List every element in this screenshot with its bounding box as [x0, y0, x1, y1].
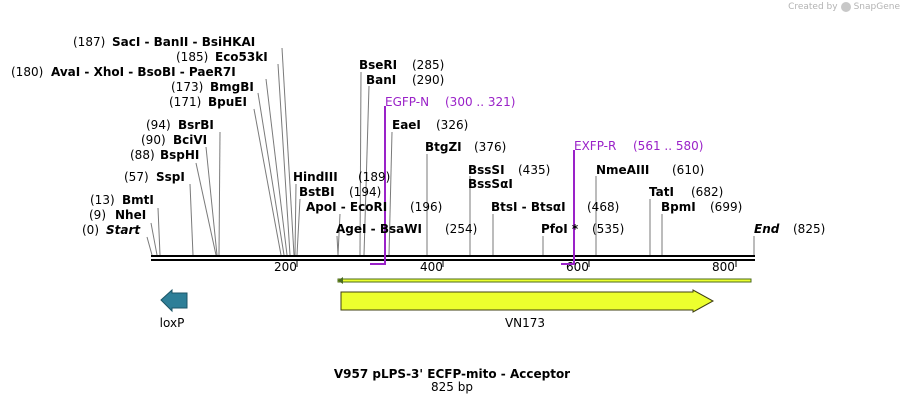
site-position: (435) [518, 163, 550, 177]
left-site-labels: (187) SacI - BanII - BsiHKAI (185) Eco53… [11, 35, 268, 237]
site-position: (189) [358, 170, 390, 184]
site-position: (185) [176, 50, 208, 64]
site-position: (825) [793, 222, 825, 236]
complement-strand-line [337, 277, 752, 284]
site-position: (326) [436, 118, 468, 132]
feature-vn173[interactable]: VN173 [340, 289, 715, 330]
right-site-labels: HindIII (189) BstBI (194) ApoI - EcoRI (… [293, 58, 825, 236]
site-name: BstBI [299, 185, 335, 199]
site-position: (535) [592, 222, 624, 236]
site-name: BmtI [122, 193, 154, 207]
site-leader-lines [146, 47, 755, 256]
scale-tick-label: 200 [274, 260, 297, 274]
primer-name: EGFP-N [385, 95, 429, 109]
site-name: AgeI - BsaWI [336, 222, 422, 236]
site-name: BtgZI [425, 140, 462, 154]
site-position: (90) [141, 133, 166, 147]
site-name: BtsI - BtsαI [491, 200, 566, 214]
site-position: (180) [11, 65, 43, 79]
scale: 200 400 600 800 [274, 260, 737, 274]
site-position: (13) [90, 193, 115, 207]
site-name: BciVI [173, 133, 207, 147]
site-name: HindIII [293, 170, 338, 184]
snapgene-logo-icon [840, 2, 851, 12]
primer-exfp-r: EXFP-R (561 .. 580) [561, 139, 703, 265]
site-name: BseRI [359, 58, 397, 72]
site-name: SacI - BanII - BsiHKAI [112, 35, 255, 49]
map-length: 825 bp [431, 380, 473, 394]
site-position: (285) [412, 58, 444, 72]
site-name: BpuEI [208, 95, 247, 109]
site-name: TatI [649, 185, 674, 199]
site-name: BpmI [661, 200, 696, 214]
primer-name: EXFP-R [574, 139, 616, 153]
site-name: SspI [156, 170, 185, 184]
site-position: (0) [82, 223, 99, 237]
site-position: (57) [124, 170, 149, 184]
map-title: V957 pLPS-3' ECFP-mito - Acceptor [334, 367, 570, 381]
credit-brand: SnapGene [853, 2, 900, 12]
primer-egfp-n: EGFP-N (300 .. 321) [370, 95, 515, 265]
site-position: (94) [146, 118, 171, 132]
site-position: (699) [710, 200, 742, 214]
credit: Created by SnapGene [788, 2, 900, 12]
site-position: (9) [89, 208, 106, 222]
site-position: (468) [587, 200, 619, 214]
site-name: Eco53kI [215, 50, 268, 64]
site-position: (290) [412, 73, 444, 87]
site-position: (610) [672, 163, 704, 177]
site-position: (187) [73, 35, 105, 49]
site-name: PfoI * [541, 222, 579, 236]
feature-loxp[interactable]: loxP [160, 288, 188, 330]
site-position: (254) [445, 222, 477, 236]
site-position: (171) [169, 95, 201, 109]
site-name: BsrBI [178, 118, 214, 132]
scale-tick-label: 800 [712, 260, 735, 274]
site-name: ApoI - EcoRI [306, 200, 387, 214]
site-name: Start [106, 223, 141, 237]
site-name: End [754, 222, 780, 236]
site-name: BmgBI [210, 80, 254, 94]
primer-range: (561 .. 580) [633, 139, 703, 153]
feature-label: loxP [160, 316, 185, 330]
scale-tick-label: 400 [420, 260, 443, 274]
site-name: NheI [115, 208, 146, 222]
site-name: BanI [366, 73, 396, 87]
feature-label: VN173 [505, 316, 545, 330]
site-name: BssSI [468, 163, 505, 177]
site-position: (196) [410, 200, 442, 214]
site-position: (88) [130, 148, 155, 162]
site-name: BspHI [160, 148, 199, 162]
sequence-backbone [151, 255, 755, 261]
scale-tick-label: 600 [566, 260, 589, 274]
site-name: BssSαI [468, 177, 513, 191]
site-position: (376) [474, 140, 506, 154]
credit-prefix: Created by [788, 2, 838, 12]
site-position: (682) [691, 185, 723, 199]
site-name: AvaI - XhoI - BsoBI - PaeR7I [51, 65, 236, 79]
site-name: NmeAIII [596, 163, 649, 177]
site-position: (173) [171, 80, 203, 94]
site-name: EaeI [392, 118, 421, 132]
site-position: (194) [349, 185, 381, 199]
primer-range: (300 .. 321) [445, 95, 515, 109]
